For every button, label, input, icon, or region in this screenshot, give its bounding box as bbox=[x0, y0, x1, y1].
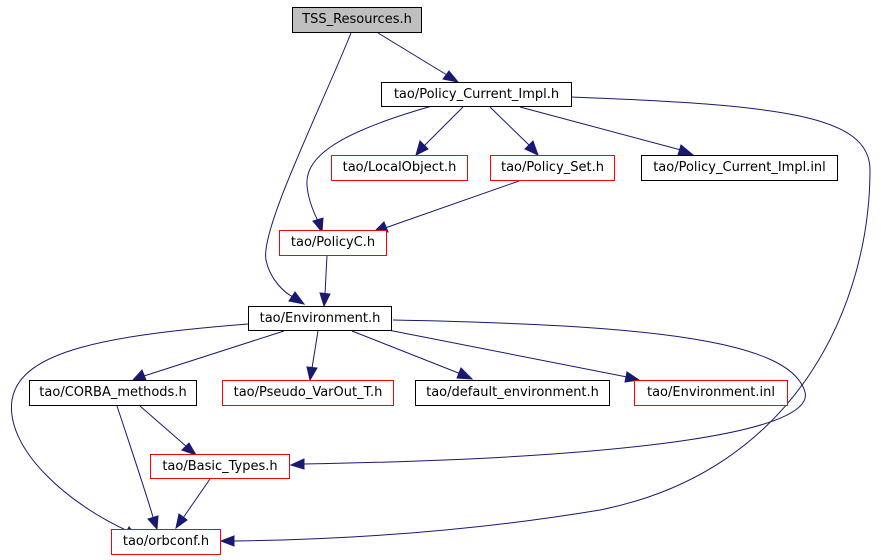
edge-env-to-pseudo-varout bbox=[311, 330, 319, 369]
node-label: tao/Basic_Types.h bbox=[162, 459, 278, 474]
edge-pci-to-policyc bbox=[306, 105, 433, 222]
edge-arrowhead bbox=[175, 513, 188, 530]
edge-policyc-to-environment bbox=[324, 254, 328, 295]
node-policy-current-impl[interactable]: tao/Policy_Current_Impl.h bbox=[381, 82, 572, 107]
edge-env-to-corba-methods bbox=[143, 330, 285, 377]
edge-env-to-orbconf bbox=[11, 323, 249, 532]
edge-arrowhead bbox=[289, 458, 305, 470]
edge-arrowhead bbox=[442, 70, 460, 83]
edge-arrowhead bbox=[415, 140, 429, 156]
edge-pci-to-orbconf bbox=[232, 96, 871, 542]
edge-arrowhead bbox=[147, 515, 159, 531]
edge-arrowhead bbox=[219, 535, 235, 547]
edge-policyset-to-policyc bbox=[384, 180, 520, 229]
edge-env-to-default-env bbox=[351, 330, 462, 375]
node-environment[interactable]: tao/Environment.h bbox=[248, 306, 392, 331]
edge-env-to-env-inl bbox=[387, 329, 628, 378]
node-default-environment[interactable]: tao/default_environment.h bbox=[415, 380, 610, 406]
edge-arrowhead bbox=[181, 442, 198, 456]
edge-arrowhead bbox=[456, 367, 474, 380]
node-label: tao/default_environment.h bbox=[426, 385, 599, 400]
edge-arrowhead bbox=[524, 140, 539, 156]
edge-tss-to-policy-current-impl bbox=[377, 32, 448, 76]
node-label: tao/LocalObject.h bbox=[342, 160, 457, 175]
node-environment-inl[interactable]: tao/Environment.inl bbox=[634, 380, 788, 406]
node-label: tao/CORBA_methods.h bbox=[39, 385, 187, 400]
edge-tss-to-environment bbox=[265, 32, 352, 298]
node-label: tao/orbconf.h bbox=[122, 534, 210, 549]
node-label: tao/Environment.inl bbox=[646, 385, 775, 400]
edge-pci-to-localobject bbox=[423, 106, 464, 147]
node-orbconf[interactable]: tao/orbconf.h bbox=[111, 529, 221, 555]
edge-arrowhead bbox=[131, 369, 147, 381]
edge-pci-to-pci-inl bbox=[519, 106, 682, 151]
edge-arrowhead bbox=[312, 217, 324, 234]
edge-basic-types-to-orbconf bbox=[182, 478, 211, 519]
node-label: tao/Policy_Current_Impl.inl bbox=[653, 160, 826, 175]
node-label: tao/Pseudo_VarOut_T.h bbox=[233, 385, 383, 400]
edge-arrowhead bbox=[319, 292, 331, 308]
edge-corba-to-basic-types bbox=[139, 405, 188, 448]
node-corba-methods[interactable]: tao/CORBA_methods.h bbox=[29, 380, 197, 406]
node-pseudo-varout[interactable]: tao/Pseudo_VarOut_T.h bbox=[222, 380, 394, 406]
node-local-object[interactable]: tao/LocalObject.h bbox=[331, 155, 468, 181]
edge-arrowhead bbox=[306, 366, 318, 382]
node-policy-c[interactable]: tao/PolicyC.h bbox=[279, 230, 387, 256]
node-label: tao/Policy_Current_Impl.h bbox=[393, 87, 560, 102]
node-basic-types[interactable]: tao/Basic_Types.h bbox=[150, 454, 290, 479]
edge-arrowhead bbox=[288, 291, 306, 305]
edge-env-to-basic-types bbox=[302, 319, 806, 465]
node-tss-resources[interactable]: TSS_Resources.h bbox=[292, 7, 422, 33]
node-label: TSS_Resources.h bbox=[302, 12, 412, 27]
node-label: tao/Policy_Set.h bbox=[500, 160, 604, 175]
node-label: tao/PolicyC.h bbox=[290, 235, 376, 250]
edge-arrowhead bbox=[677, 144, 695, 156]
edge-pci-to-policyset bbox=[489, 106, 531, 147]
edge-arrowhead bbox=[624, 371, 641, 383]
edge-corba-to-orbconf bbox=[116, 405, 154, 518]
node-policy-set[interactable]: tao/Policy_Set.h bbox=[490, 155, 615, 181]
node-label: tao/Environment.h bbox=[259, 311, 381, 326]
node-policy-current-impl-inl[interactable]: tao/Policy_Current_Impl.inl bbox=[641, 155, 838, 181]
